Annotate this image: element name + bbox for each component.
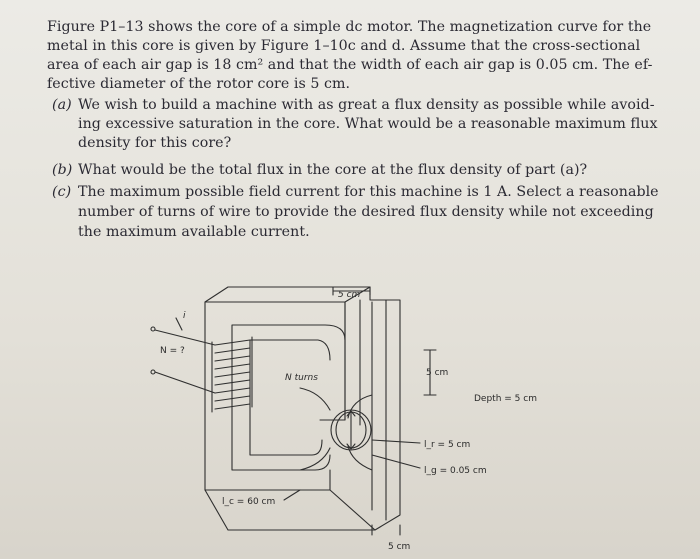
turns-label: N turns — [285, 373, 318, 383]
depth-label: Depth = 5 cm — [474, 394, 537, 404]
right-dimension-line — [423, 349, 437, 396]
rotor-arrows — [346, 410, 356, 450]
core-drawing — [150, 286, 437, 536]
intro-line-1: Figure P1–13 shows the core of a simple … — [47, 19, 652, 35]
part-a-line-1: We wish to build a machine with as great… — [78, 97, 655, 113]
intro-line-4: fective diameter of the rotor core is 5 … — [47, 76, 351, 92]
current-label: i — [183, 311, 186, 321]
bottom-width-label: 5 cm — [388, 542, 410, 552]
coil-leads — [154, 329, 216, 394]
core-length-leader — [283, 489, 301, 501]
coil-windings — [214, 339, 251, 410]
terminal-top — [150, 326, 156, 332]
top-width-label: 5 cm — [338, 290, 361, 300]
gap-leaders — [371, 439, 421, 469]
part-c-line-1: The maximum possible field current for t… — [78, 184, 659, 200]
top-dimension-line — [332, 286, 371, 296]
rotor-length-label: l_r = 5 cm — [424, 440, 470, 450]
terminal-bottom — [150, 369, 156, 375]
core-depth-edges — [204, 286, 401, 531]
part-c-line-3: the maximum available current. — [78, 224, 310, 240]
core-window-inner — [249, 339, 331, 456]
gap-length-label: l_g = 0.05 cm — [424, 466, 487, 476]
intro-line-3: area of each air gap is 18 cm² and that … — [47, 57, 653, 73]
part-b-line-1: What would be the total flux in the core… — [78, 162, 588, 178]
coil-sides — [211, 336, 253, 413]
part-c-line-2: number of turns of wire to provide the d… — [78, 204, 654, 220]
rotor-outline — [330, 409, 372, 451]
right-width-label: 5 cm — [426, 368, 448, 378]
part-b-marker: (b) — [52, 162, 73, 178]
part-a-marker: (a) — [52, 97, 72, 113]
intro-line-2: metal in this core is given by Figure 1–… — [47, 38, 641, 54]
core-outer-front — [204, 301, 346, 491]
bottom-dimension-line — [371, 524, 401, 536]
pole-faces — [299, 387, 373, 471]
core-length-label: l_c = 60 cm — [222, 497, 275, 507]
part-a-line-3: density for this core? — [78, 135, 232, 151]
current-arrow — [175, 317, 183, 331]
part-a-line-2: ing excessive saturation in the core. Wh… — [78, 116, 658, 132]
right-leg-lines — [344, 299, 387, 521]
turns-question-label: N = ? — [160, 346, 185, 356]
part-c-marker: (c) — [52, 184, 72, 200]
